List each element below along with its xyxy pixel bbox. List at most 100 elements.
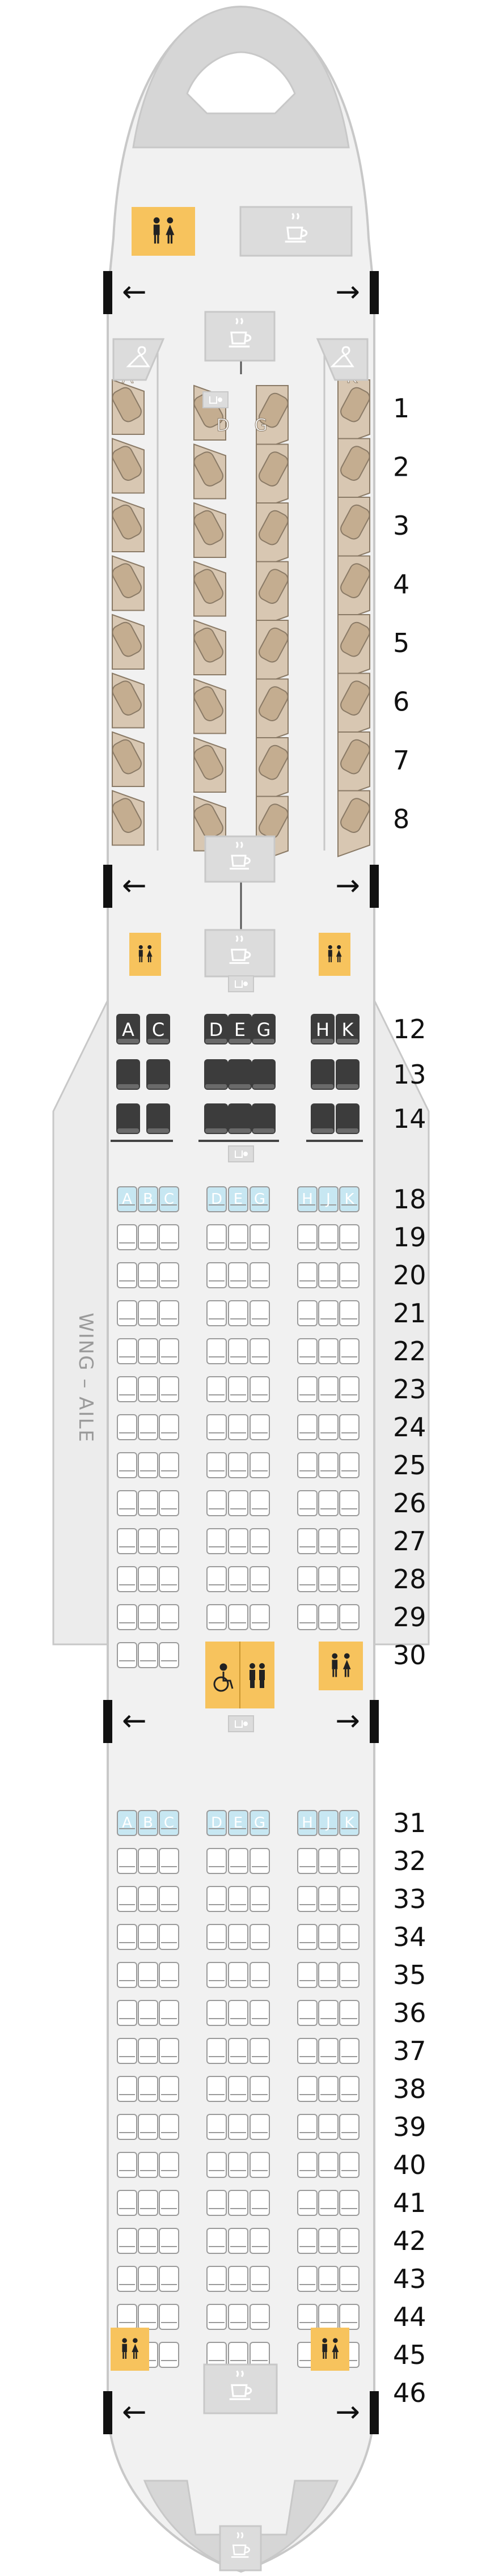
fuselage — [107, 5, 375, 2573]
seat-body — [206, 2228, 227, 2254]
seat-body — [336, 1014, 360, 1044]
economy-seat — [250, 2304, 270, 2330]
economy-seat — [228, 2076, 248, 2102]
seat-body — [117, 2076, 137, 2102]
seat-body — [250, 1962, 270, 1988]
bassinet-icon — [235, 980, 248, 988]
row-number: 33 — [393, 1884, 426, 1914]
person-leg — [260, 1680, 264, 1688]
economy-seat — [228, 2304, 248, 2330]
seat-body — [250, 1338, 270, 1364]
economy-seat — [297, 1300, 318, 1326]
seat-body — [117, 1490, 137, 1516]
cup-body — [230, 331, 247, 345]
seat-body — [117, 1300, 137, 1326]
premium-seat: C — [146, 1014, 170, 1044]
seat-body — [339, 1962, 360, 1988]
seat-body — [159, 1962, 179, 1988]
person-leg — [344, 1669, 346, 1677]
seat-body — [138, 2114, 158, 2140]
economy-seat — [159, 1566, 179, 1592]
economy-seat — [138, 2114, 158, 2140]
economy-seat — [159, 2266, 179, 2292]
economy-seat — [318, 2304, 339, 2330]
seat-body — [159, 1338, 179, 1364]
seat-body — [228, 1262, 248, 1288]
economy-seat — [228, 2000, 248, 2026]
economy-seat — [117, 2266, 137, 2292]
economy-seat — [138, 2038, 158, 2064]
lavatory-icon — [332, 1653, 351, 1677]
person-head — [147, 945, 152, 949]
economy-seat — [159, 2114, 179, 2140]
person-leg — [141, 957, 143, 962]
lavatory-icon — [153, 217, 175, 244]
premium-seat — [204, 1103, 228, 1134]
economy-seat — [297, 1262, 318, 1288]
seat-cushion — [193, 569, 223, 604]
seat-body — [318, 2038, 339, 2064]
seat-cushion — [340, 798, 370, 833]
seat-body — [250, 1566, 270, 1592]
economy-seat — [228, 2038, 248, 2064]
seat-body — [117, 2266, 137, 2292]
seat-body — [228, 1886, 248, 1912]
economy-seat — [250, 2266, 270, 2292]
seat-cushion — [193, 686, 223, 721]
seat-body — [297, 2152, 318, 2178]
lavatory-block — [111, 2328, 149, 2371]
seat-body — [318, 2190, 339, 2216]
bassinet-head — [243, 1721, 248, 1726]
seat-body — [250, 2266, 270, 2292]
person-leg — [250, 1680, 255, 1688]
economy-seat — [228, 1300, 248, 1326]
economy-seat-header: A — [117, 1186, 137, 1212]
seat-body — [318, 2000, 339, 2026]
seat-body — [339, 1528, 360, 1554]
economy-seat — [228, 2266, 248, 2292]
seat-armrest — [253, 1039, 274, 1043]
row-number: 4 — [393, 569, 409, 600]
seat-body — [228, 2114, 248, 2140]
row-number: 25 — [393, 1450, 426, 1481]
seat-letter: K — [344, 1814, 354, 1831]
seat-body — [250, 2152, 270, 2178]
exit-row: ←→ — [103, 865, 379, 908]
economy-seat — [138, 2266, 158, 2292]
business-seat — [112, 672, 145, 729]
economy-seat — [117, 2152, 137, 2178]
seat-body — [318, 2228, 339, 2254]
business-seat — [112, 614, 145, 670]
economy-seat — [297, 1414, 318, 1440]
seat-body — [138, 1566, 158, 1592]
economy-seat — [117, 2114, 137, 2140]
economy-seat — [250, 1262, 270, 1288]
economy-seat — [339, 1452, 360, 1478]
seat-body — [250, 1490, 270, 1516]
seat-letter: A — [122, 1191, 132, 1208]
seat-body — [206, 1604, 227, 1630]
exit-arrow-left: ← — [122, 1704, 147, 1738]
seat-body — [117, 1566, 137, 1592]
seat-body — [318, 2114, 339, 2140]
business-seat — [256, 678, 289, 746]
row-number: 19 — [393, 1222, 426, 1253]
economy-seat — [297, 1848, 318, 1874]
seat-body — [339, 1414, 360, 1440]
economy-seat — [318, 1300, 339, 1326]
economy-seat — [159, 1924, 179, 1950]
bassinet-head — [243, 982, 248, 986]
lavatory — [111, 2328, 149, 2371]
seat-body — [318, 1262, 339, 1288]
seat-body — [206, 1528, 227, 1554]
seat-body — [250, 1924, 270, 1950]
economy-seat — [206, 1490, 227, 1516]
economy-seat — [206, 1376, 227, 1402]
row-number: 12 — [393, 1014, 426, 1044]
seat-body — [206, 2152, 227, 2178]
economy-seat — [117, 2038, 137, 2064]
seat-body — [117, 1848, 137, 1874]
seat-body — [250, 1262, 270, 1288]
economy-seat — [318, 1566, 339, 1592]
economy-seat — [318, 1962, 339, 1988]
